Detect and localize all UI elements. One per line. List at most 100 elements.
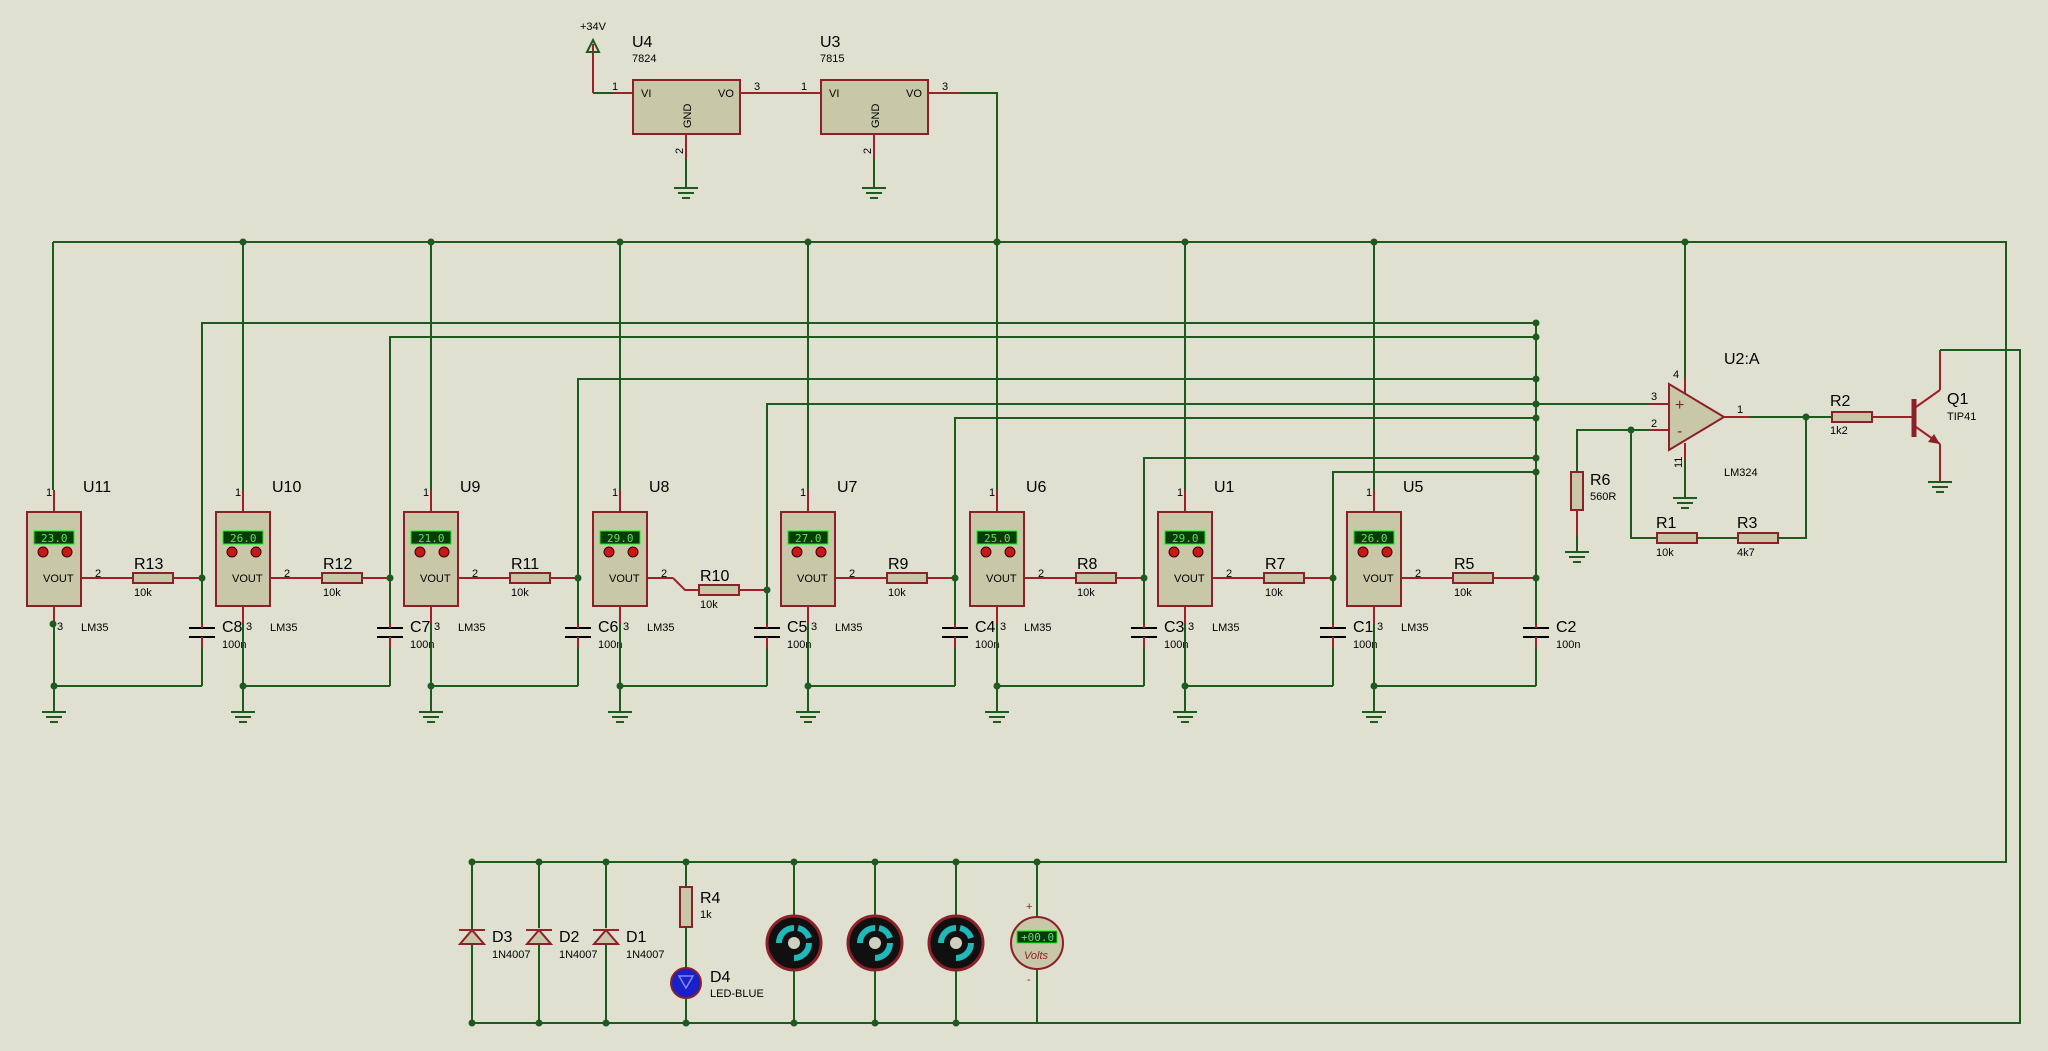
fan-2 bbox=[846, 862, 904, 1023]
opamp-part: LM324 bbox=[1724, 467, 1758, 479]
pin-number: 1 bbox=[235, 487, 241, 499]
resistor-value: 10k bbox=[1454, 587, 1472, 599]
junction-dot bbox=[790, 858, 798, 866]
diode-ref: D2 bbox=[559, 929, 580, 946]
junction-dot bbox=[239, 682, 247, 690]
junction-dot bbox=[427, 682, 435, 690]
feeder-rail bbox=[389, 336, 1536, 578]
diode-d1: D1 1N4007 bbox=[591, 862, 665, 1023]
pin-name: VOUT bbox=[1174, 573, 1205, 585]
pin-name: VI bbox=[829, 88, 839, 100]
junction-dot bbox=[871, 1019, 879, 1027]
junction-dot bbox=[427, 238, 435, 246]
junction-dot bbox=[1532, 319, 1540, 327]
pin-number: 3 bbox=[246, 621, 252, 633]
resistor-ref: R12 bbox=[323, 556, 352, 573]
resistor-body bbox=[509, 572, 551, 584]
junction-dot bbox=[468, 858, 476, 866]
capacitor-ref: C8 bbox=[222, 619, 243, 636]
pin-name: VOUT bbox=[797, 573, 828, 585]
supply-terminal: +34V bbox=[580, 21, 607, 93]
sensor-display bbox=[1164, 530, 1206, 545]
sensor-body bbox=[969, 511, 1025, 607]
sensor-reading: 29.0 bbox=[1172, 532, 1199, 545]
junction-dot bbox=[616, 238, 624, 246]
junction-dot bbox=[1532, 574, 1540, 582]
fan-blade bbox=[797, 925, 812, 940]
capacitor-value: 100n bbox=[1556, 639, 1580, 651]
transistor-part: TIP41 bbox=[1947, 411, 1976, 423]
junction-dot bbox=[993, 682, 1001, 690]
fan-blade bbox=[857, 925, 876, 944]
led-icon bbox=[670, 967, 702, 999]
fan-1 bbox=[765, 862, 823, 1023]
fan-hub bbox=[869, 937, 881, 949]
junction-dot bbox=[1681, 238, 1689, 246]
pin-number: 1 bbox=[612, 487, 618, 499]
sensor-ref: U10 bbox=[272, 479, 301, 496]
pin-number: 11 bbox=[1673, 457, 1685, 468]
pin-lead bbox=[672, 577, 699, 591]
resistor-value: 10k bbox=[1656, 547, 1674, 559]
diode-ref: D1 bbox=[626, 929, 647, 946]
sensor-part: LM35 bbox=[1401, 622, 1429, 634]
sensor-body bbox=[1346, 511, 1402, 607]
regulator-part: 7824 bbox=[632, 53, 656, 65]
voltmeter-unit: Volts bbox=[1024, 950, 1049, 962]
button-icon bbox=[980, 546, 992, 558]
junction-dot bbox=[535, 1019, 543, 1027]
sensor-ref: U11 bbox=[83, 479, 111, 496]
pin-number: 2 bbox=[1415, 568, 1421, 580]
pin-number: 2 bbox=[849, 568, 855, 580]
sensor-part: LM35 bbox=[1212, 622, 1240, 634]
feeder-rail bbox=[766, 403, 1536, 590]
pin-number: 2 bbox=[95, 568, 101, 580]
fan-blade bbox=[955, 942, 974, 961]
capacitor-value: 100n bbox=[1353, 639, 1377, 651]
button-icon bbox=[815, 546, 827, 558]
pin-name: VOUT bbox=[609, 573, 640, 585]
button-icon bbox=[37, 546, 49, 558]
ground-icon bbox=[1173, 711, 1197, 723]
junction-dot bbox=[804, 682, 812, 690]
junction-dot bbox=[616, 682, 624, 690]
capacitor-value: 100n bbox=[222, 639, 246, 651]
pin-number: 4 bbox=[1673, 369, 1679, 381]
sensor-body bbox=[26, 511, 82, 607]
sensor-ref: U1 bbox=[1214, 479, 1235, 496]
ground-icon bbox=[1565, 535, 1589, 563]
ground-icon bbox=[674, 158, 698, 199]
ground-icon bbox=[796, 711, 820, 723]
sensor-display bbox=[1353, 530, 1395, 545]
resistor-ref: R2 bbox=[1830, 393, 1851, 410]
regulator-u3: U3 7815 VI VO GND 1 3 2 bbox=[800, 34, 960, 158]
sensor-ref: U5 bbox=[1403, 479, 1424, 496]
sensor-reading: 23.0 bbox=[41, 532, 68, 545]
junction-dot bbox=[951, 574, 959, 582]
junction-dot bbox=[1181, 682, 1189, 690]
junction-dot bbox=[871, 858, 879, 866]
diode-part: 1N4007 bbox=[626, 949, 665, 961]
junction-dot bbox=[1532, 454, 1540, 462]
junction-dot bbox=[1532, 400, 1540, 408]
pin-name: VOUT bbox=[232, 573, 263, 585]
feeder-rail bbox=[1143, 457, 1536, 578]
button-icon bbox=[1004, 546, 1016, 558]
resistor-value: 10k bbox=[511, 587, 529, 599]
fan-blade bbox=[793, 942, 812, 961]
sensor-body bbox=[780, 511, 836, 607]
pin-number: 1 bbox=[46, 487, 52, 499]
junction-dot bbox=[1532, 333, 1540, 341]
load-section: D31N4007D21N4007D11N4007R41kD4LED-BLUE+0… bbox=[457, 862, 1064, 1023]
resistor-ref: R1 bbox=[1656, 515, 1677, 532]
sensor-part: LM35 bbox=[835, 622, 863, 634]
pin-number: 3 bbox=[942, 81, 948, 93]
pin-number: 2 bbox=[1038, 568, 1044, 580]
ground-icon bbox=[419, 711, 443, 723]
pin-number: 3 bbox=[1000, 621, 1006, 633]
led-ref: D4 bbox=[710, 969, 731, 986]
button-icon bbox=[1192, 546, 1204, 558]
sensor-reading: 21.0 bbox=[418, 532, 445, 545]
